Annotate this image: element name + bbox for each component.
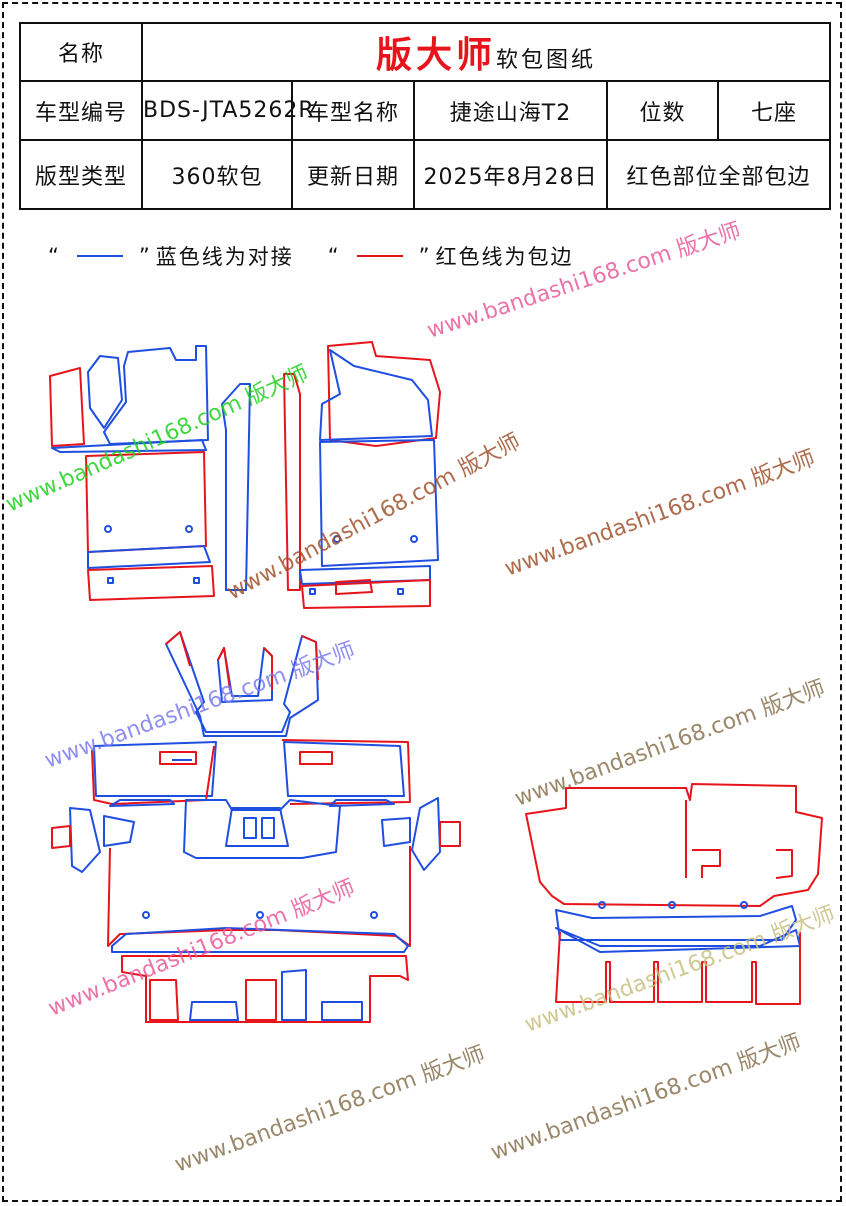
blue-line-sample [76,255,123,257]
model-code-label: 车型编号 [19,80,143,141]
pattern-type-label: 版型类型 [19,139,143,210]
model-code-value: BDS-JTA5262R [141,80,314,141]
front-right-mat [299,341,441,609]
watermark-text: www.bandashi168.com 版大师 [42,638,359,774]
console-cover [165,631,319,737]
seats-label: 位数 [606,80,719,141]
watermark-text: www.bandashi168.com 版大师 [488,1030,805,1166]
third-row-mat [525,783,823,1005]
name-label: 名称 [19,22,143,82]
brand-name: 版大师 [375,35,496,76]
watermark-text: www.bandashi168.com 版大师 [512,676,829,812]
red-line-sample [356,255,403,257]
watermark-text: www.bandashi168.com 版大师 [2,361,312,517]
update-date-label: 更新日期 [291,139,415,210]
watermark-text: www.bandashi168.com 版大师 [522,902,839,1038]
pattern-type-value: 360软包 [141,139,293,210]
watermark-text: www.bandashi168.com 版大师 [424,218,744,343]
red-line-text: 红色线为包边 [435,245,574,269]
side-strips [221,373,301,591]
blue-line-text: 蓝色线为对接 [155,245,294,269]
seats-value: 七座 [717,80,831,141]
watermark-text: www.bandashi168.com 版大师 [45,875,359,1021]
watermark-text: www.bandashi168.com 版大师 [502,446,819,582]
front-left-mat [49,345,215,601]
model-name-value: 捷途山海T2 [413,80,608,141]
update-date-value: 2025年8月28日 [413,139,608,210]
watermark-layer: www.bandashi168.com 版大师www.bandashi168.c… [2,218,838,1177]
model-name-label: 车型名称 [291,80,415,141]
line-legend: “ ” 蓝色线为对接 “ ” 红色线为包边 [44,240,574,272]
watermark-text: www.bandashi168.com 版大师 [172,1042,489,1178]
info-table: 名称 版大师软包图纸 车型编号 BDS-JTA5262R 车型名称 捷途山海T2… [19,22,831,210]
second-row-lower [121,955,409,1023]
edge-note: 红色部位全部包边 [606,139,831,210]
page-title: 版大师软包图纸 [141,22,831,82]
second-row-mat [51,739,461,953]
brand-suffix: 软包图纸 [496,48,597,73]
watermark-text: www.bandashi168.com 版大师 [223,429,525,605]
